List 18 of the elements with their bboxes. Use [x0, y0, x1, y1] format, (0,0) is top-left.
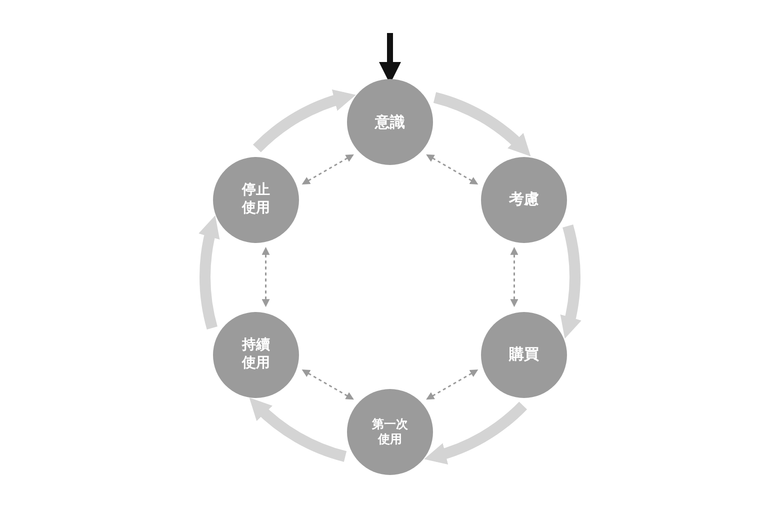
- dashed-arrow: [262, 246, 270, 308]
- stage-label: 購買: [508, 345, 540, 364]
- dashed-arrow: [426, 370, 478, 400]
- dashed-arrow: [426, 154, 478, 184]
- curved-arrow: [560, 224, 581, 339]
- stage-label: 考慮: [508, 190, 540, 209]
- stage-label: 停止使用: [240, 182, 271, 217]
- curved-arrow: [433, 92, 532, 156]
- dashed-arrow: [302, 154, 354, 184]
- curved-arrow: [248, 398, 347, 462]
- dashed-arrow: [302, 370, 354, 400]
- stage-label: 第一次使用: [370, 417, 409, 447]
- stage-label: 持續使用: [240, 337, 271, 372]
- stage-label: 意識: [374, 112, 406, 132]
- curved-arrow: [424, 401, 527, 464]
- curved-arrow: [253, 90, 356, 153]
- dashed-arrow: [510, 246, 518, 308]
- curved-arrow: [199, 215, 220, 330]
